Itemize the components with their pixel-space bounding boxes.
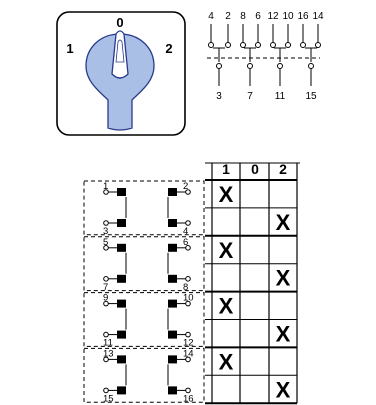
switch-deck: 1 2 3 4 xyxy=(83,180,205,237)
terminal-label-top: 4 xyxy=(208,11,214,22)
contact-block xyxy=(168,188,177,196)
terminal-schematic: 4 2 8 6 12 10 16 14 xyxy=(207,11,324,102)
terminal-label-top: 16 xyxy=(297,11,309,22)
terminal-label-top: 14 xyxy=(312,11,324,22)
terminal-circle xyxy=(185,331,191,338)
switch-knob xyxy=(85,30,155,131)
terminal-number: 2 xyxy=(183,181,188,192)
knob-body xyxy=(85,33,155,131)
terminal-circle xyxy=(185,300,191,307)
contact-block xyxy=(168,386,177,395)
column-header-2: 2 xyxy=(279,161,287,177)
contact-closed-mark: X xyxy=(219,182,234,207)
deck-enclosure xyxy=(83,292,205,347)
contact-closed-mark: X xyxy=(219,349,234,374)
deck-enclosure xyxy=(83,236,205,292)
contact-block xyxy=(117,355,126,364)
terminal-label-bottom: 3 xyxy=(216,91,222,102)
switch-deck: 5 6 7 8 xyxy=(83,236,205,293)
rotary-switch-front: 0 1 2 xyxy=(56,11,186,136)
terminal-circle xyxy=(103,387,109,394)
contact-block xyxy=(117,188,126,196)
terminal-label-bottom: 7 xyxy=(247,91,253,102)
terminal-label-top: 6 xyxy=(255,11,261,22)
contact-marks: X X X X X X X X xyxy=(219,182,291,402)
terminal-label-bottom: 15 xyxy=(305,91,317,102)
terminal-number: 13 xyxy=(103,348,114,359)
terminal-number: 7 xyxy=(103,282,108,293)
terminal-circle xyxy=(185,356,191,363)
contact-block xyxy=(117,299,126,308)
contact-block xyxy=(168,274,177,283)
contact-block xyxy=(117,330,126,339)
terminal-number: 9 xyxy=(103,293,108,304)
contact-closed-mark: X xyxy=(219,238,234,263)
switch-deck: 13 14 15 16 xyxy=(83,347,205,404)
position-label-2: 2 xyxy=(165,41,172,56)
terminal-number: 3 xyxy=(103,226,108,237)
contact-table: 1 0 2 X X X X X X X X xyxy=(205,161,300,405)
terminal-number: 6 xyxy=(183,237,188,248)
contact-block xyxy=(117,219,126,227)
terminal-number: 12 xyxy=(183,338,194,349)
terminal-circle xyxy=(185,189,191,195)
contact-block xyxy=(168,219,177,227)
deck-enclosure xyxy=(83,180,205,236)
terminal-circle xyxy=(185,387,191,394)
contact-block xyxy=(168,330,177,339)
terminal-circle xyxy=(185,220,191,226)
upper-terminals xyxy=(208,24,321,48)
contact-block xyxy=(117,274,126,283)
moving-contacts xyxy=(213,47,317,62)
terminal-number: 14 xyxy=(183,348,194,359)
contact-block xyxy=(117,386,126,395)
contact-closed-mark: X xyxy=(276,321,291,346)
contact-table-grid xyxy=(205,162,300,405)
terminal-number: 15 xyxy=(103,393,114,404)
contact-block xyxy=(168,299,177,308)
lower-terminals xyxy=(216,63,314,86)
terminal-circle xyxy=(103,220,109,226)
terminal-number: 16 xyxy=(183,393,194,404)
terminal-number: 4 xyxy=(183,226,188,237)
contact-block xyxy=(168,355,177,364)
position-label-1: 1 xyxy=(66,41,73,56)
terminal-circle xyxy=(103,276,109,282)
terminal-label-top: 10 xyxy=(282,11,294,22)
terminal-number: 8 xyxy=(183,282,188,293)
terminal-label-bottom: 11 xyxy=(275,91,286,102)
terminal-label-top: 2 xyxy=(225,11,231,22)
terminal-number: 10 xyxy=(183,293,194,304)
knob-pointer-inner xyxy=(115,39,125,63)
contact-block xyxy=(117,243,126,252)
contact-closed-mark: X xyxy=(276,210,291,235)
position-label-0: 0 xyxy=(116,15,123,30)
switch-deck: 9 10 11 12 xyxy=(83,292,205,349)
contact-closed-mark: X xyxy=(276,266,291,291)
terminal-number: 11 xyxy=(103,338,113,349)
contact-block xyxy=(168,243,177,252)
column-header-1: 1 xyxy=(222,161,230,177)
contact-closed-mark: X xyxy=(276,377,291,402)
deck-enclosure xyxy=(83,347,205,403)
contact-closed-mark: X xyxy=(219,294,234,319)
terminal-circle xyxy=(103,331,109,338)
column-header-0: 0 xyxy=(251,161,259,177)
terminal-label-top: 12 xyxy=(267,11,279,22)
terminal-label-top: 8 xyxy=(240,11,246,22)
terminal-circle xyxy=(185,276,191,282)
terminal-number: 1 xyxy=(103,181,108,192)
terminal-circle xyxy=(185,245,191,251)
terminal-number: 5 xyxy=(103,237,108,248)
